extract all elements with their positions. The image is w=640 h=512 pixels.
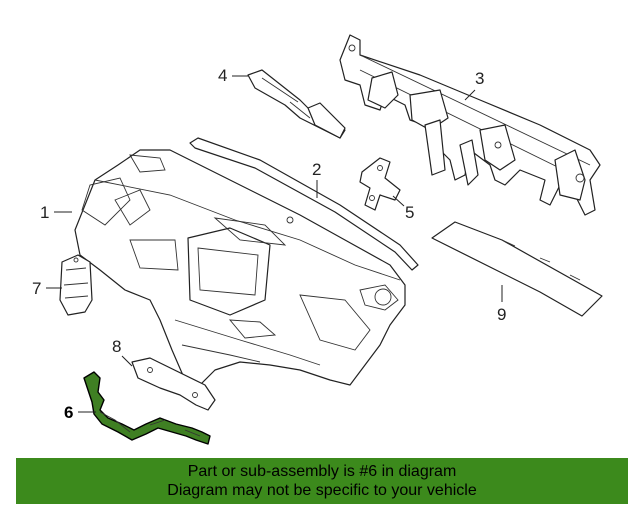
part-5-bracket — [359, 157, 401, 211]
part-9-panel — [431, 221, 603, 317]
callout-2: 2 — [312, 160, 321, 198]
svg-text:8: 8 — [112, 337, 121, 356]
callout-4: 4 — [218, 66, 248, 85]
callout-5: 5 — [392, 195, 414, 222]
banner-line-disclaimer: Diagram may not be specific to your vehi… — [167, 482, 477, 499]
part-2-molding — [189, 137, 419, 271]
part-1-instrument-panel — [74, 149, 406, 386]
part-7-bracket — [59, 254, 93, 316]
part-8-bracket — [131, 357, 216, 411]
svg-text:2: 2 — [312, 160, 321, 179]
banner-line-part-number: Part or sub-assembly is #6 in diagram — [187, 463, 457, 480]
svg-text:3: 3 — [475, 69, 484, 88]
svg-text:9: 9 — [497, 305, 506, 324]
callout-6: 6 — [64, 403, 96, 422]
parts-diagram: 1 2 3 4 5 6 7 8 9 — [32, 34, 603, 445]
part-3-reinforcement — [339, 34, 601, 216]
svg-text:7: 7 — [32, 279, 41, 298]
svg-text:4: 4 — [218, 66, 227, 85]
part-4-duct — [247, 69, 346, 139]
callout-9: 9 — [497, 285, 506, 324]
part-6-highlighted — [83, 371, 211, 445]
svg-text:6: 6 — [64, 403, 73, 422]
diagram-note-banner: Part or sub-assembly is #6 in diagram Di… — [16, 458, 628, 504]
callout-3: 3 — [464, 69, 484, 101]
callout-8: 8 — [112, 337, 133, 367]
svg-text:5: 5 — [405, 203, 414, 222]
callout-1: 1 — [40, 203, 72, 222]
callout-7: 7 — [32, 279, 62, 298]
svg-text:1: 1 — [40, 203, 49, 222]
